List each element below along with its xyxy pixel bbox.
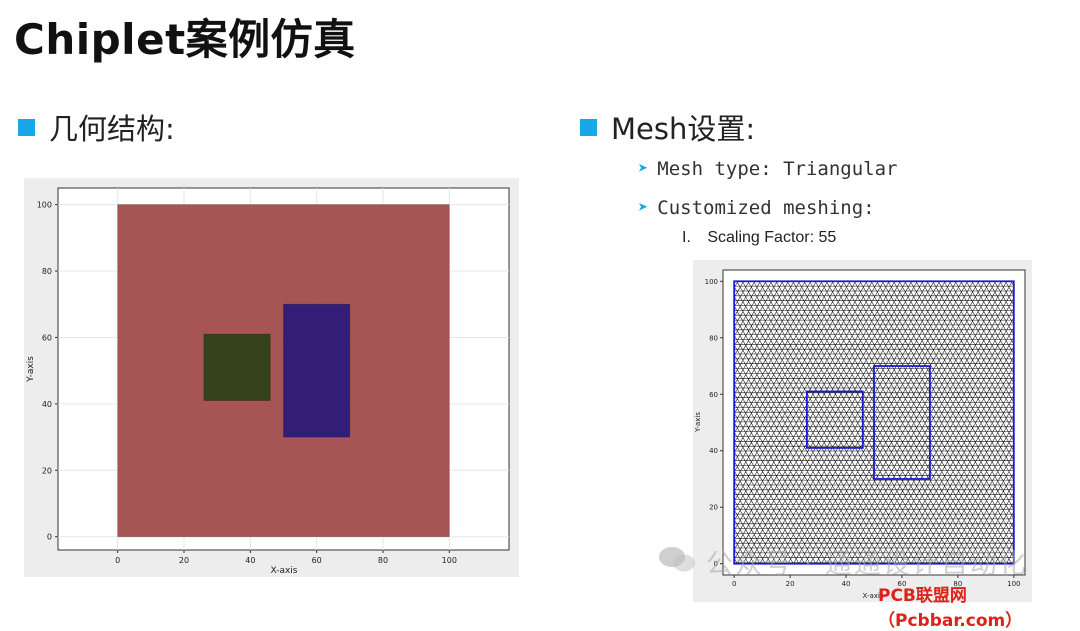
mesh-heading-label: Mesh设置:	[611, 112, 756, 146]
x-tick-label: 0	[732, 580, 736, 588]
chiplet-blue-region	[283, 303, 351, 438]
x-axis-label: X-axis	[863, 592, 884, 600]
y-axis-label: Y-axis	[26, 356, 36, 383]
y-tick-label: 40	[42, 400, 52, 409]
x-axis-label: X-axis	[271, 566, 298, 576]
y-tick-label: 40	[709, 447, 718, 455]
geometry-shapes	[117, 204, 450, 538]
customized-meshing-bullet: ➤ Customized meshing:	[638, 197, 875, 219]
watermark-text: 公众号 · 通通设计自动化	[706, 549, 1028, 580]
geometry-chart: 0 20 40 60 80 100 0 20 40 60 80 100 X-axis Y-axis	[26, 187, 510, 576]
mesh-chart: 0 20 40 60 80 100 0 20 40 60 80 100 X-axis Y-axis	[694, 269, 1026, 600]
mesh-type-label: Mesh type: Triangular	[657, 158, 898, 180]
x-ticks: 0 20 40 60 80 100	[732, 575, 1021, 588]
chiplet-green-region	[203, 333, 271, 401]
y-tick-label: 0	[714, 560, 718, 568]
chiplet-blue-outline	[873, 365, 931, 480]
geometry-heading: 几何结构:	[18, 106, 175, 148]
scaling-factor-label: Scaling Factor: 55	[707, 229, 837, 246]
list-number: I.	[682, 229, 691, 246]
geometry-figure: 0 20 40 60 80 100 0 20 40 60 80 100 X-axis Y-axis	[24, 178, 519, 577]
scaling-factor-item: I. Scaling Factor: 55	[682, 229, 836, 247]
y-tick-label: 100	[37, 201, 52, 210]
x-tick-label: 20	[179, 556, 189, 565]
watermark-site: PCB联盟网（Pcbbar.com）	[878, 586, 1023, 631]
bullet-square-icon	[580, 118, 597, 136]
y-tick-label: 0	[47, 533, 52, 542]
x-tick-label: 20	[786, 580, 795, 588]
x-tick-label: 80	[953, 580, 962, 588]
mesh-heading: Mesh设置:	[580, 106, 755, 148]
substrate-outline	[733, 280, 1015, 565]
x-ticks: 0 20 40 60 80 100	[115, 550, 457, 565]
customized-meshing-label: Customized meshing:	[657, 197, 875, 219]
region-outlines	[733, 280, 1015, 565]
y-axis-label: Y-axis	[694, 412, 702, 433]
slide-title: Chiplet案例仿真	[14, 15, 356, 64]
geometry-heading-label: 几何结构:	[49, 112, 175, 146]
x-tick-label: 40	[842, 580, 851, 588]
x-tick-label: 100	[442, 556, 457, 565]
y-tick-label: 80	[42, 267, 52, 276]
y-tick-label: 60	[709, 391, 718, 399]
x-tick-label: 0	[115, 556, 120, 565]
y-tick-label: 20	[42, 466, 52, 475]
y-tick-label: 100	[705, 278, 718, 286]
arrow-bullet-icon: ➤	[638, 198, 649, 218]
arrow-bullet-icon: ➤	[638, 159, 649, 179]
mesh-figure: 0 20 40 60 80 100 0 20 40 60 80 100 X-axis Y-axis	[693, 260, 1032, 602]
wechat-icon	[659, 547, 695, 572]
x-tick-label: 100	[1007, 580, 1020, 588]
x-tick-label: 80	[378, 556, 388, 565]
bullet-square-icon	[18, 118, 35, 136]
y-tick-label: 80	[709, 334, 718, 342]
x-tick-label: 60	[312, 556, 322, 565]
chiplet-green-outline	[805, 390, 864, 449]
x-tick-label: 40	[245, 556, 255, 565]
x-tick-label: 60	[898, 580, 907, 588]
y-ticks: 0 20 40 60 80 100	[705, 278, 723, 568]
y-tick-label: 20	[709, 504, 718, 512]
mesh-type-bullet: ➤ Mesh type: Triangular	[638, 158, 897, 180]
y-tick-label: 60	[42, 333, 52, 342]
y-ticks: 0 20 40 60 80 100	[37, 201, 58, 542]
